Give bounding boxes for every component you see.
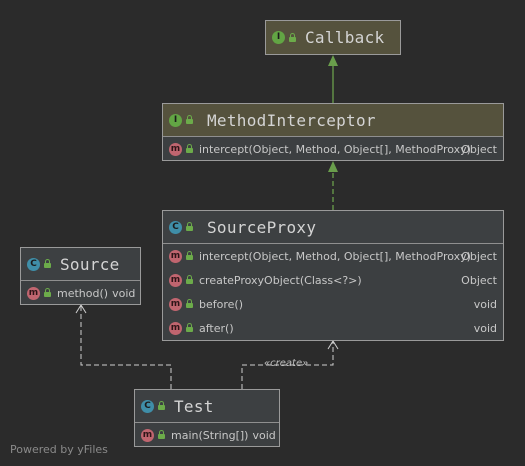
public-lock-icon: [158, 401, 165, 410]
method-signature: before(): [199, 297, 243, 311]
interface-icon: I: [272, 31, 285, 44]
method-signature: createProxyObject(Class<?>): [199, 273, 362, 287]
create-arrowhead-sourceproxy: [327, 340, 339, 350]
class-node-sourceproxy[interactable]: C SourceProxy m intercept(Object, Method…: [162, 210, 504, 341]
class-name: Test: [174, 396, 214, 416]
method-row[interactable]: m intercept(Object, Method, Object[], Me…: [163, 244, 503, 268]
class-node-methodinterceptor[interactable]: I MethodInterceptor m intercept(Object, …: [162, 103, 504, 161]
public-lock-icon: [44, 259, 51, 268]
method-icon: m: [169, 249, 182, 263]
class-name: Callback: [305, 28, 385, 47]
method-row[interactable]: m createProxyObject(Class<?>) Object: [163, 268, 503, 292]
class-icon: C: [141, 399, 154, 413]
dependency-edge-test-source: [80, 305, 172, 389]
public-lock-icon: [186, 222, 193, 231]
realization-arrowhead-methodinterceptor: [328, 161, 338, 172]
method-return-type: Object: [461, 142, 497, 156]
node-header: C SourceProxy: [163, 211, 503, 244]
public-lock-icon: [158, 429, 165, 439]
method-return-type: void: [252, 428, 276, 442]
method-return-type: void: [112, 286, 136, 300]
node-header: I MethodInterceptor: [163, 104, 503, 137]
method-icon: m: [169, 142, 182, 156]
public-lock-icon: [186, 143, 193, 153]
inheritance-arrowhead-callback: [328, 55, 338, 66]
interface-icon: I: [169, 113, 182, 127]
method-return-type: void: [473, 297, 497, 311]
public-lock-icon: [289, 32, 296, 42]
method-signature: after(): [199, 321, 234, 335]
create-edge-label: «create»: [264, 358, 309, 369]
method-signature: main(String[]): [171, 428, 249, 442]
method-row[interactable]: m method() void: [21, 281, 140, 305]
create-edge-test-sourceproxy: [241, 341, 334, 389]
method-icon: m: [141, 428, 154, 442]
method-row[interactable]: m before() void: [163, 292, 503, 316]
node-header: C Test: [135, 390, 279, 423]
method-signature: method(): [57, 286, 109, 300]
method-row[interactable]: m main(String[]) void: [135, 423, 279, 447]
method-icon: m: [27, 286, 40, 300]
method-icon: m: [169, 273, 182, 287]
watermark: Powered by yFiles: [10, 443, 108, 456]
class-icon: C: [169, 220, 182, 234]
class-name: Source: [60, 254, 120, 274]
method-row[interactable]: m intercept(Object, Method, Object[], Me…: [163, 137, 503, 161]
public-lock-icon: [44, 287, 51, 297]
public-lock-icon: [186, 274, 193, 284]
class-name: MethodInterceptor: [207, 110, 376, 130]
method-signature: intercept(Object, Method, Object[], Meth…: [199, 249, 471, 263]
method-icon: m: [169, 321, 182, 335]
method-signature: intercept(Object, Method, Object[], Meth…: [199, 142, 471, 156]
dependency-arrowhead-source: [75, 304, 87, 314]
method-return-type: Object: [461, 249, 497, 263]
method-return-type: Object: [461, 273, 497, 287]
method-icon: m: [169, 297, 182, 311]
public-lock-icon: [186, 250, 193, 260]
public-lock-icon: [186, 298, 193, 308]
class-icon: C: [27, 257, 40, 271]
method-return-type: void: [473, 321, 497, 335]
class-name: SourceProxy: [207, 217, 317, 237]
node-header: I Callback: [266, 21, 400, 54]
public-lock-icon: [186, 322, 193, 332]
public-lock-icon: [186, 115, 193, 124]
class-node-callback[interactable]: I Callback: [265, 20, 401, 55]
method-row[interactable]: m after() void: [163, 316, 503, 340]
class-node-test[interactable]: C Test m main(String[]) void: [134, 389, 280, 447]
node-header: C Source: [21, 248, 140, 281]
class-node-source[interactable]: C Source m method() void: [20, 247, 141, 305]
